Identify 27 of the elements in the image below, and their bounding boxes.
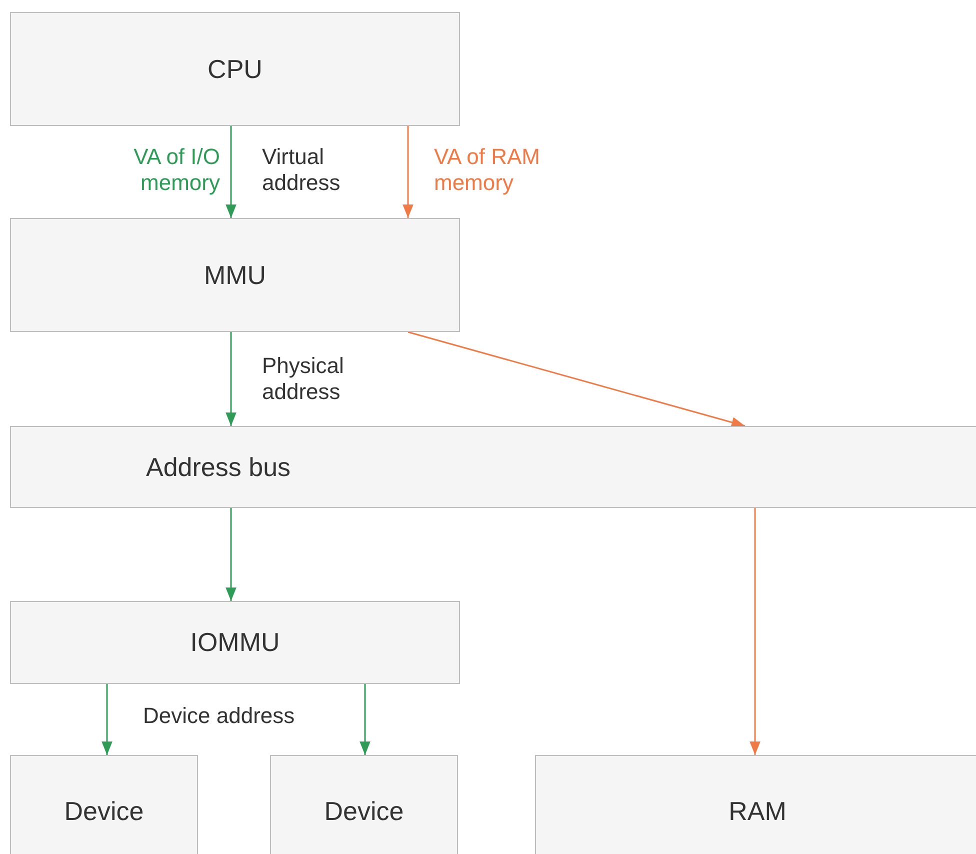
arrow [226, 508, 236, 601]
arrow [226, 332, 236, 426]
arrow [102, 684, 112, 755]
process-box [10, 755, 198, 854]
box-label: Device [324, 795, 404, 828]
arrow [226, 126, 236, 218]
arrow [402, 126, 414, 218]
box-label: RAM [728, 795, 786, 828]
annotation-text: Virtual address [262, 144, 342, 196]
edge-label: VA of I/O memory [132, 144, 220, 196]
annotation-text: Physical address [262, 353, 345, 405]
edge-label: VA of RAM memory [434, 144, 541, 196]
box-label: MMU [204, 258, 266, 292]
process-box [535, 755, 976, 854]
process-box [270, 755, 458, 854]
process-box [10, 218, 460, 332]
box-label: Device [64, 795, 144, 828]
arrow [750, 508, 760, 755]
process-box [10, 12, 460, 126]
box-label: CPU [208, 52, 262, 86]
process-box [10, 426, 976, 508]
box-label: IOMMU [190, 626, 280, 659]
box-label: Address bus [146, 450, 291, 484]
arrow [408, 331, 746, 428]
annotation-text: Device address [143, 703, 295, 729]
arrow [360, 684, 370, 755]
process-box [10, 601, 460, 684]
